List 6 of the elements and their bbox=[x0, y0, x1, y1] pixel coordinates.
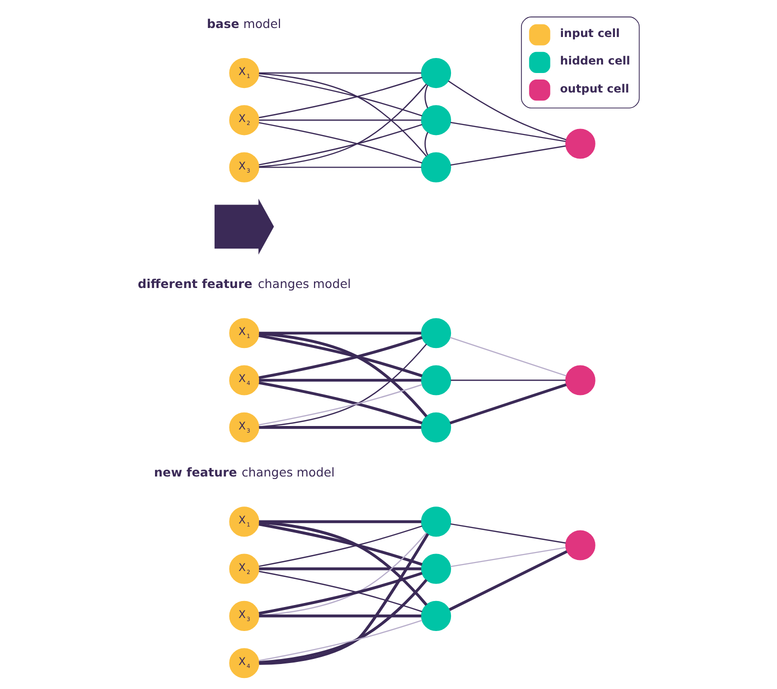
legend-label: output cell bbox=[560, 81, 630, 96]
legend-label: hidden cell bbox=[560, 54, 630, 68]
legend-label: input cell bbox=[560, 26, 620, 40]
label: base model bbox=[206, 16, 282, 31]
label: new feature changes model bbox=[154, 466, 335, 480]
label: different feature changes model bbox=[138, 277, 351, 292]
